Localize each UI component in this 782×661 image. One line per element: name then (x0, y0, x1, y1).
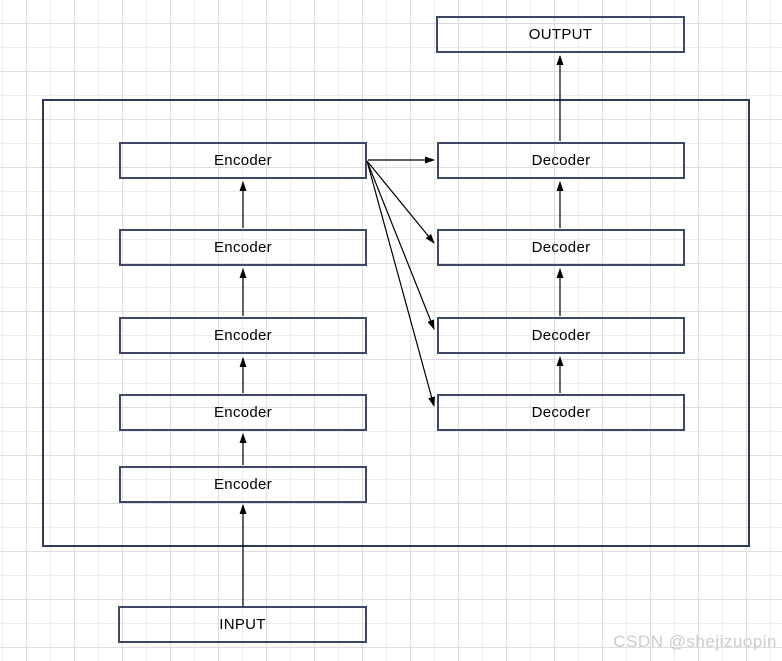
encoder-node-bottom: Encoder (119, 466, 367, 503)
encoder-label: Encoder (214, 327, 272, 344)
decoder-node-3: Decoder (437, 317, 685, 354)
watermark: CSDN @shejizuopin (613, 632, 777, 651)
encoder-label: Encoder (214, 239, 272, 256)
decoder-label: Decoder (531, 152, 591, 169)
encoder-label: Encoder (214, 476, 272, 493)
encoder-node-4: Encoder (119, 229, 367, 266)
encoder-node-top: Encoder (119, 142, 367, 179)
encoder-label: Encoder (214, 152, 272, 169)
encoder-label: Encoder (214, 404, 272, 421)
encoder-node-2: Encoder (119, 394, 367, 431)
output-node: OUTPUT (436, 16, 685, 53)
decoder-label: Decoder (531, 239, 591, 256)
decoder-label: Decoder (531, 327, 591, 344)
input-label: INPUT (219, 616, 266, 633)
encoder-node-3: Encoder (119, 317, 367, 354)
decoder-label: Decoder (531, 404, 591, 421)
input-node: INPUT (118, 606, 367, 643)
decoder-node-top: Decoder (437, 142, 685, 179)
decoder-node-bottom: Decoder (437, 394, 685, 431)
model-container-frame (42, 99, 750, 547)
output-label: OUTPUT (528, 26, 593, 43)
decoder-node-2: Decoder (437, 229, 685, 266)
